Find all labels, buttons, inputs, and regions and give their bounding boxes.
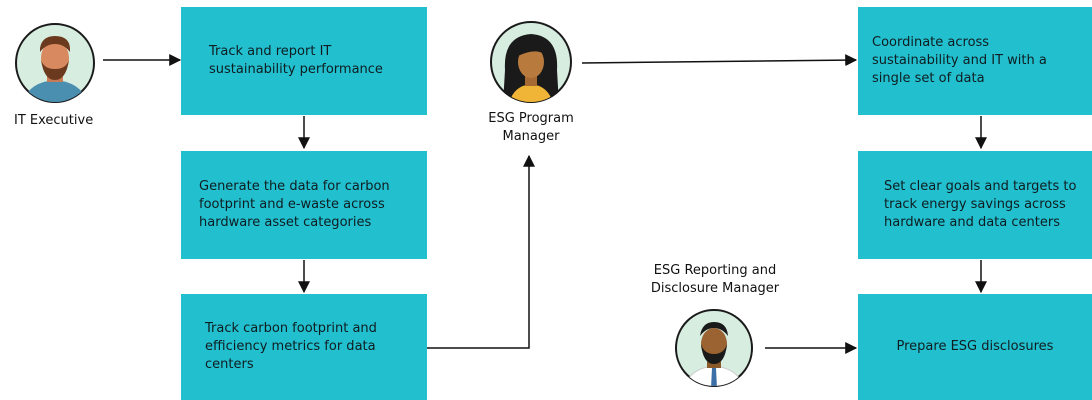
coordinate-text: Coordinate across sustainability and IT …: [872, 35, 1047, 86]
prepare-disclosures-text: Prepare ESG disclosures: [896, 339, 1054, 354]
generate-data-box: Generate the data for carbon footprint a…: [181, 151, 427, 259]
track-carbon-text: Track carbon footprint and efficiency me…: [205, 321, 377, 372]
prepare-disclosures-box: Prepare ESG disclosures: [858, 294, 1092, 400]
man-with-beard-avatar-icon: [675, 309, 753, 387]
generate-data-text: Generate the data for carbon footprint a…: [199, 179, 390, 230]
it-executive-label: IT Executive: [14, 113, 94, 128]
set-goals-box: Set clear goals and targets to track ene…: [858, 151, 1092, 259]
track-carbon-box: Track carbon footprint and efficiency me…: [181, 294, 427, 400]
track-report-box: Track and report IT sustainability perfo…: [181, 7, 427, 115]
esg-program-manager-label: ESG Program Manager: [488, 111, 574, 144]
coordinate-box: Coordinate across sustainability and IT …: [858, 7, 1092, 115]
bearded-man-avatar-icon: [15, 23, 95, 103]
arrow-carbon-to-program-manager: [427, 154, 535, 349]
set-goals-text: Set clear goals and targets to track ene…: [884, 179, 1077, 230]
esg-reporting-manager-label: ESG Reporting and Disclosure Manager: [650, 263, 780, 296]
arrow-program-manager-to-coordinate: [581, 54, 858, 67]
woman-avatar-icon: [490, 21, 572, 103]
track-report-text: Track and report IT sustainability perfo…: [209, 44, 383, 77]
